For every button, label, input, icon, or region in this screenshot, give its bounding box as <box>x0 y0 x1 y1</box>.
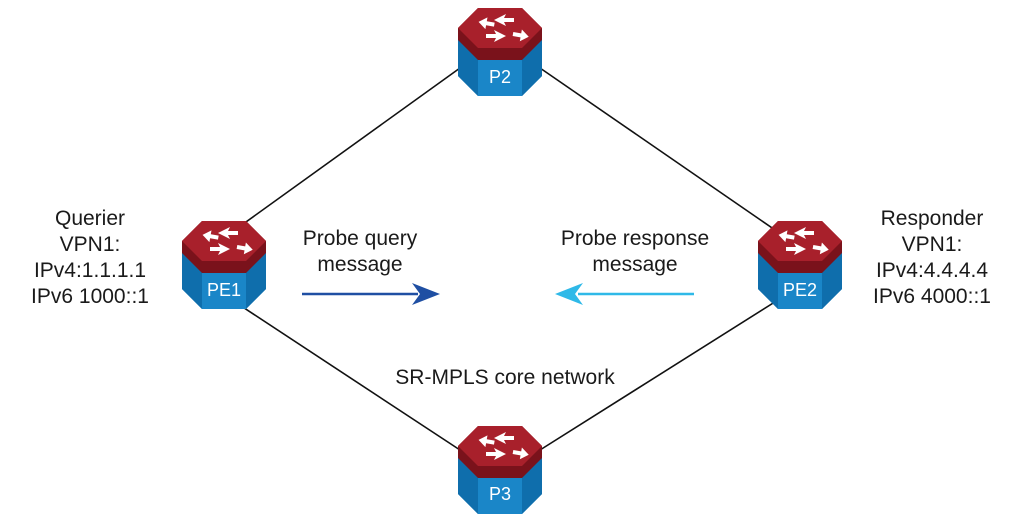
querier-label: Querier VPN1: IPv4:1.1.1.1 IPv6 1000::1 <box>0 206 180 310</box>
probe-query-label: Probe query message <box>270 226 450 278</box>
querier-role: Querier <box>54 207 126 230</box>
responder-ipv6: IPv6 4000::1 <box>873 285 991 308</box>
probe-response-arrow <box>555 283 694 305</box>
probe-response-line1: Probe response <box>560 227 710 250</box>
link-pe1-p3 <box>231 299 461 451</box>
responder-role: Responder <box>880 207 984 230</box>
link-p2-pe2 <box>539 67 779 233</box>
probe-query-line1: Probe query <box>302 227 418 250</box>
router-pe1-label: PE1 <box>207 280 241 300</box>
router-p3-label: P3 <box>489 484 511 504</box>
querier-ipv4: IPv4:1.1.1.1 <box>33 259 147 282</box>
responder-label: Responder VPN1: IPv4:4.4.4.4 IPv6 4000::… <box>853 206 1011 310</box>
responder-ipv4: IPv4:4.4.4.4 <box>875 259 989 282</box>
router-pe2-label: PE2 <box>783 280 817 300</box>
link-lines <box>231 67 779 451</box>
core-network-label: SR-MPLS core network <box>395 366 615 389</box>
probe-query-line2: message <box>317 253 403 276</box>
querier-ipv6: IPv6 1000::1 <box>31 285 149 308</box>
responder-vpn: VPN1: <box>901 233 963 256</box>
router-p2-label: P2 <box>489 67 511 87</box>
link-p3-pe2 <box>539 299 779 451</box>
link-pe1-p2 <box>231 67 461 233</box>
querier-vpn: VPN1: <box>59 233 121 256</box>
probe-query-arrow <box>302 283 440 305</box>
probe-response-line2: message <box>592 253 678 276</box>
probe-response-label: Probe response message <box>535 226 735 278</box>
